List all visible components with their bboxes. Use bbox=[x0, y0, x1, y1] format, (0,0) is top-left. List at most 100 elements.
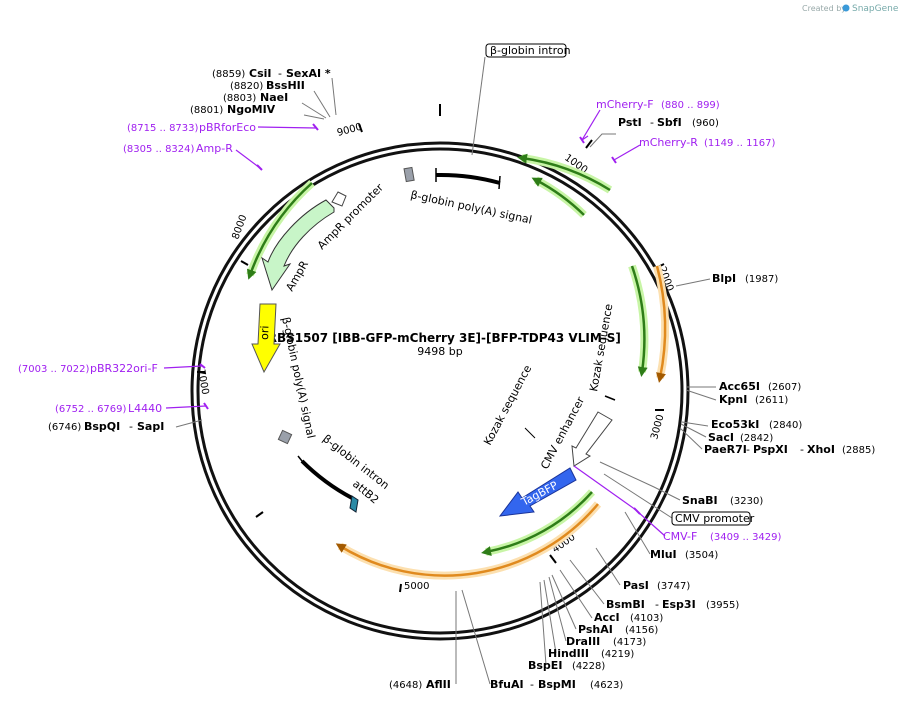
site-pos: (6746) bbox=[48, 422, 81, 433]
svg-text:-: - bbox=[800, 443, 804, 456]
site-pos: (8803) bbox=[223, 93, 256, 104]
site-pos: (4648) bbox=[389, 680, 422, 691]
tick-label: 5000 bbox=[404, 581, 429, 592]
bglobin-polyA-top-label: β-globin poly(A) signal bbox=[409, 188, 533, 226]
site-pos: (4219) bbox=[601, 649, 634, 660]
primer-name: L4440 bbox=[128, 402, 162, 415]
site-pos: (2840) bbox=[769, 420, 802, 431]
site-pos: (2842) bbox=[740, 433, 773, 444]
site-pos: (4228) bbox=[572, 661, 605, 672]
site-name: SacI bbox=[708, 431, 734, 444]
ampr-feature bbox=[261, 191, 347, 292]
site-alt: SexAI * bbox=[286, 67, 331, 80]
site-name: CsiI bbox=[249, 67, 271, 80]
site-pos: (2611) bbox=[755, 395, 788, 406]
site-name: PshAI bbox=[578, 623, 613, 636]
primer-marks bbox=[199, 123, 641, 515]
site-name: Eco53kI bbox=[711, 418, 759, 431]
site-name: Acc65I bbox=[719, 380, 760, 393]
primer-name: pBRforEco bbox=[199, 121, 256, 134]
tagbfp-arrow bbox=[498, 467, 577, 517]
tagbfp-label: TagBFP bbox=[518, 479, 560, 509]
site-pos: (2607) bbox=[768, 382, 801, 393]
orange-feature bbox=[335, 264, 670, 580]
site-pos: (4103) bbox=[630, 613, 663, 624]
bglobin-polyA-top bbox=[403, 166, 501, 190]
bglobin-intron-top-label: β-globin intron bbox=[490, 44, 571, 57]
site-pos: (3747) bbox=[657, 581, 690, 592]
site-name: BlpI bbox=[712, 272, 736, 285]
gfp-feature bbox=[246, 153, 649, 556]
svg-text:-: - bbox=[530, 678, 534, 691]
bglobin-intron-left bbox=[297, 455, 353, 500]
site-name: BspQI bbox=[84, 420, 120, 433]
primer-name: Amp-R bbox=[196, 142, 233, 155]
plasmid-length: 9498 bp bbox=[417, 345, 462, 358]
primer-range: (1149 .. 1167) bbox=[704, 138, 776, 149]
site-pos: (4156) bbox=[625, 625, 658, 636]
kozak-label-2: Kozak sequence bbox=[481, 363, 534, 448]
site-alt: BspMI bbox=[538, 678, 576, 691]
primer-name: mCherry-R bbox=[639, 136, 698, 149]
ampr-label: AmpR bbox=[283, 258, 311, 293]
backbone-inner bbox=[196, 147, 684, 635]
primer-range: (7003 .. 7022) bbox=[18, 364, 90, 375]
svg-text:-: - bbox=[650, 116, 654, 129]
primer-leaders bbox=[163, 109, 666, 537]
svg-text:-: - bbox=[129, 420, 133, 433]
primer-range: (880 .. 899) bbox=[661, 100, 720, 111]
site-alt: Esp3I bbox=[662, 598, 696, 611]
site-name: HindIII bbox=[548, 647, 589, 660]
tick-label: 9000 bbox=[336, 122, 363, 139]
site-pos: (8859) bbox=[212, 69, 245, 80]
site-name: AccI bbox=[594, 611, 620, 624]
site-name: BspEI bbox=[528, 659, 562, 672]
plasmid-name: pRBS1507 [IBB-GFP-mCherry 3E]-[BFP-TDP43… bbox=[259, 331, 621, 345]
ori-label: ori bbox=[258, 325, 271, 340]
cmv-enhancer-arrow bbox=[571, 411, 613, 467]
site-alt2: XhoI bbox=[807, 443, 835, 456]
credit-brand: SnapGene bbox=[852, 4, 899, 14]
attb2-mark bbox=[349, 495, 359, 513]
backbone-outer bbox=[190, 141, 690, 641]
site-pos: (3504) bbox=[685, 550, 718, 561]
site-pos: (1987) bbox=[745, 274, 778, 285]
cmv-promoter-label: CMV promoter bbox=[675, 512, 755, 525]
site-pos: (4173) bbox=[613, 637, 646, 648]
site-alt: SbfI bbox=[657, 116, 682, 129]
bglobin-intron-top-box bbox=[485, 43, 567, 58]
tick-label: 7000 bbox=[195, 369, 210, 396]
snapgene-logo-icon bbox=[842, 4, 850, 12]
primer-range: (3409 .. 3429) bbox=[710, 532, 782, 543]
site-name: BsmBI bbox=[606, 598, 645, 611]
primer-name: pBR322ori-F bbox=[90, 362, 158, 375]
credit-prefix: Created by bbox=[802, 4, 846, 13]
cmv-promoter-box bbox=[671, 511, 751, 526]
tick-label: 3000 bbox=[649, 413, 666, 440]
site-pos: (3955) bbox=[706, 600, 739, 611]
site-name: KpnI bbox=[719, 393, 747, 406]
svg-text:-: - bbox=[655, 598, 659, 611]
site-alt: PspXI bbox=[753, 443, 788, 456]
ori-feature bbox=[251, 303, 281, 374]
svg-text:-: - bbox=[746, 443, 750, 456]
site-name: PasI bbox=[623, 579, 649, 592]
site-name: PaeR7I bbox=[704, 443, 747, 456]
bglobin-polyA-left-mark bbox=[277, 429, 293, 445]
site-name: AflII bbox=[426, 678, 451, 691]
site-name: SnaBI bbox=[682, 494, 718, 507]
svg-text:-: - bbox=[278, 67, 282, 80]
site-pos: (8801) bbox=[190, 105, 223, 116]
site-pos: (960) bbox=[692, 118, 719, 129]
site-pos: (4623) bbox=[590, 680, 623, 691]
primer-range: (8715 .. 8733) bbox=[127, 123, 199, 134]
site-name: NaeI bbox=[260, 91, 288, 104]
site-name: MluI bbox=[650, 548, 677, 561]
primer-range: (6752 .. 6769) bbox=[55, 404, 127, 415]
site-name: PstI bbox=[618, 116, 642, 129]
kozak-label-1: Kozak sequence bbox=[587, 303, 615, 393]
site-name: DraIII bbox=[566, 635, 600, 648]
site-name: NgoMIV bbox=[227, 103, 276, 116]
